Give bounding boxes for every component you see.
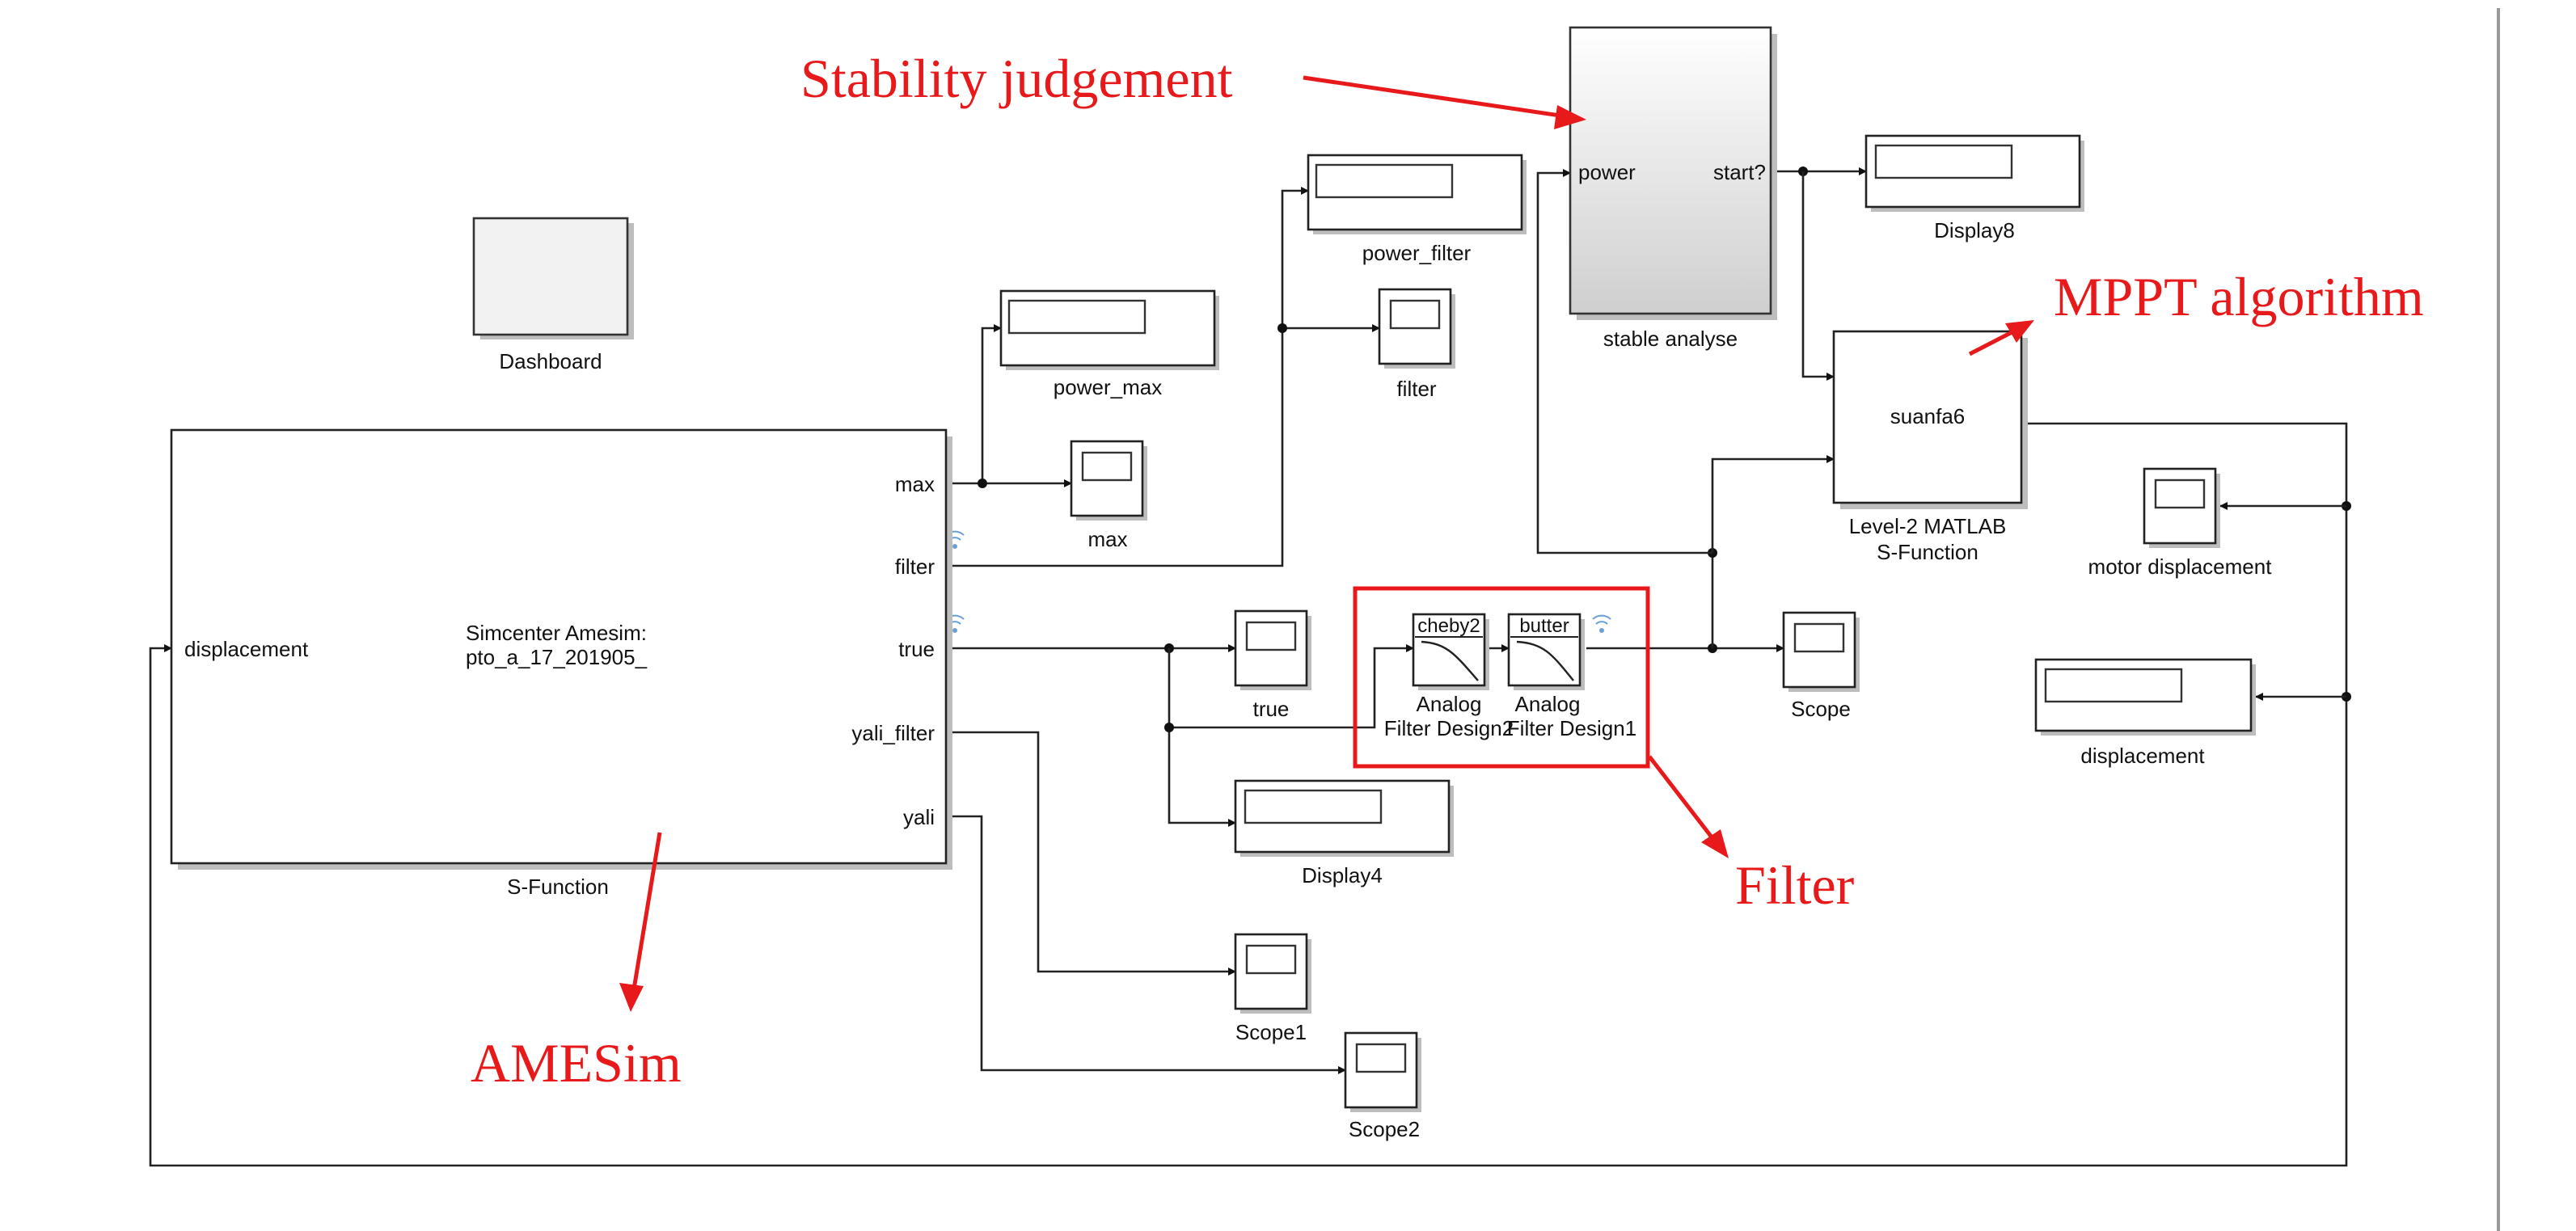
display8[interactable]: Display8 bbox=[1864, 134, 2084, 242]
sfunction-port-displacement: displacement bbox=[184, 637, 309, 661]
butter-icon-label: butter bbox=[1519, 615, 1569, 637]
stable-port-power: power bbox=[1578, 160, 1636, 184]
true-scope-label: true bbox=[1253, 697, 1290, 721]
annotation-stability-judgement: Stability judgement bbox=[800, 48, 1233, 109]
signal-logging-icons bbox=[945, 530, 1611, 633]
cheby2-icon-label: cheby2 bbox=[1417, 615, 1480, 637]
signal-lines bbox=[149, 167, 2351, 1167]
lowpass-curve-icon bbox=[1516, 640, 1574, 681]
analog-filter-design1-block[interactable]: butter Analog Filter Design1 bbox=[1507, 613, 1636, 740]
annotation-arrow-amesim bbox=[630, 832, 662, 1000]
scope1-label: Scope1 bbox=[1235, 1020, 1307, 1044]
power-max-display[interactable]: power_max bbox=[999, 289, 1219, 399]
sfunction-port-yali: yali bbox=[903, 805, 935, 829]
dashboard-block[interactable]: Dashboard bbox=[472, 217, 634, 373]
sfunction-title-line1: Simcenter Amesim: bbox=[466, 621, 647, 645]
filter-highlight-box bbox=[1353, 586, 1650, 769]
power-max-label: power_max bbox=[1054, 375, 1162, 399]
motor-displacement-label: motor displacement bbox=[2088, 554, 2273, 579]
power-filter-display[interactable]: power_filter bbox=[1307, 154, 1527, 265]
displacement-display[interactable]: displacement bbox=[2034, 658, 2256, 768]
display8-label: Display8 bbox=[1934, 218, 2015, 242]
sfunction-port-filter: filter bbox=[895, 554, 935, 579]
scope1[interactable]: Scope1 bbox=[1234, 933, 1311, 1044]
power-filter-label: power_filter bbox=[1362, 241, 1472, 265]
dashboard-label: Dashboard bbox=[499, 349, 602, 373]
annotation-arrow-filter bbox=[1648, 755, 1722, 850]
display4-label: Display4 bbox=[1302, 863, 1383, 887]
scope2-label: Scope2 bbox=[1349, 1117, 1420, 1141]
filter-scope-label: filter bbox=[1396, 377, 1436, 401]
stable-analyse-label: stable analyse bbox=[1603, 327, 1738, 351]
scope2[interactable]: Scope2 bbox=[1344, 1031, 1421, 1141]
annotation-amesim: AMESim bbox=[471, 1032, 682, 1094]
scope-label: Scope bbox=[1791, 697, 1851, 721]
lowpass-curve-icon bbox=[1421, 640, 1479, 681]
suanfa6-inner-label: suanfa6 bbox=[1890, 404, 1966, 428]
max-scope[interactable]: max bbox=[1070, 440, 1147, 551]
displacement-label: displacement bbox=[2080, 744, 2205, 768]
filter-design1-line1: Analog bbox=[1515, 692, 1581, 716]
sfunction-port-max: max bbox=[895, 472, 935, 496]
sfunction-port-yali-filter: yali_filter bbox=[851, 721, 935, 745]
annotation-mppt-algorithm: MPPT algorithm bbox=[2054, 266, 2424, 327]
filter-design2-line1: Analog bbox=[1417, 692, 1482, 716]
true-scope[interactable]: true bbox=[1234, 609, 1311, 721]
scope[interactable]: Scope bbox=[1782, 611, 1860, 721]
sfunction-label: S-Function bbox=[507, 875, 609, 899]
suanfa6-label-line2: S-Function bbox=[1877, 540, 1978, 564]
stable-port-start: start? bbox=[1713, 160, 1766, 184]
annotation-arrow-stability bbox=[1303, 75, 1577, 120]
suanfa6-block[interactable]: suanfa6 Level-2 MATLAB S-Function bbox=[1832, 330, 2028, 564]
annotation-filter: Filter bbox=[1735, 854, 1855, 916]
stable-analyse-block[interactable]: power start? stable analyse bbox=[1569, 26, 1777, 351]
filter-design1-line2: Filter Design1 bbox=[1507, 716, 1636, 740]
filter-design2-line2: Filter Design2 bbox=[1384, 716, 1514, 740]
display4[interactable]: Display4 bbox=[1234, 779, 1454, 887]
filter-scope[interactable]: filter bbox=[1378, 288, 1455, 401]
motor-displacement-scope[interactable]: motor displacement bbox=[2088, 467, 2273, 579]
sfunction-port-true: true bbox=[898, 637, 935, 661]
max-scope-label: max bbox=[1087, 527, 1127, 551]
suanfa6-label-line1: Level-2 MATLAB bbox=[1849, 514, 2007, 538]
annotations: Stability judgement MPPT algorithm Filte… bbox=[471, 48, 2424, 1094]
sfunction-title-line2: pto_a_17_201905_ bbox=[466, 645, 648, 669]
analog-filter-design2-block[interactable]: cheby2 Analog Filter Design2 bbox=[1384, 613, 1514, 740]
amesim-sfunction-block[interactable]: Simcenter Amesim: pto_a_17_201905_ displ… bbox=[170, 428, 952, 899]
